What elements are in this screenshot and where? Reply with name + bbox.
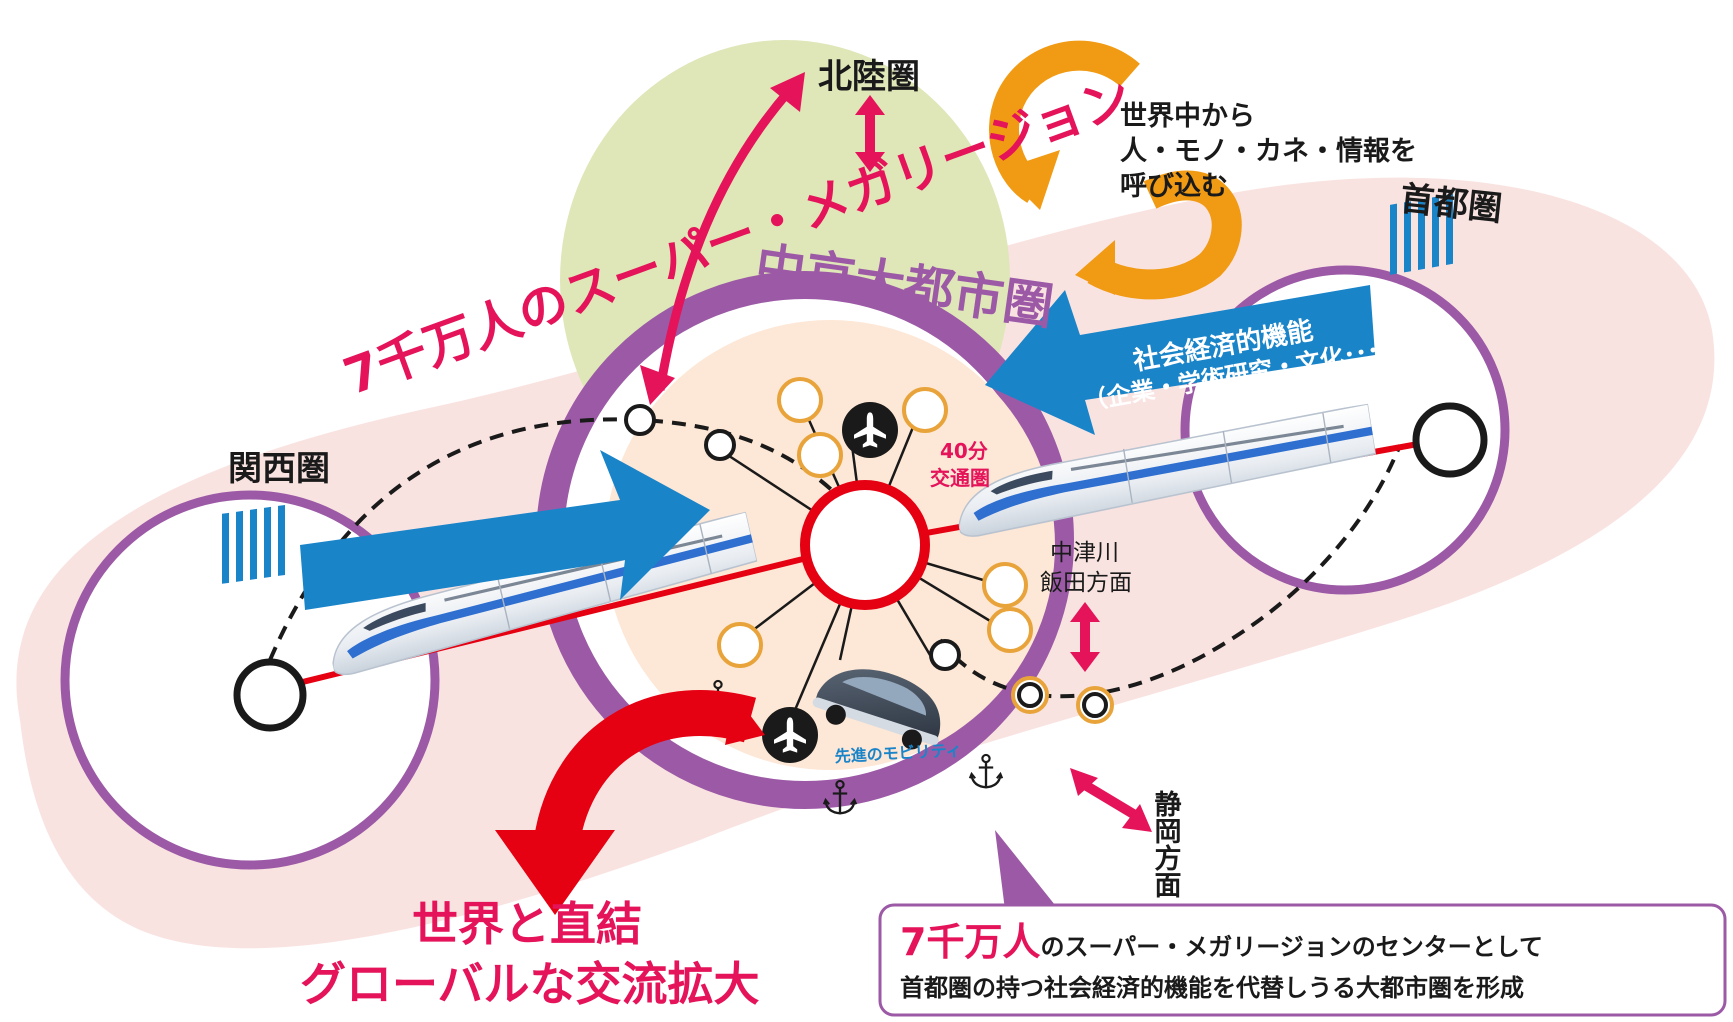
callout-line1: 7千万人のスーパー・メガリージョンのセンターとして bbox=[900, 920, 1543, 964]
nakatsugawa-text-line1: 中津川 bbox=[1050, 540, 1119, 566]
global-text-line2: グローバルな交流拡大 bbox=[300, 957, 760, 1011]
hub-node bbox=[800, 480, 930, 610]
world-text-line1: 世界中から bbox=[1120, 101, 1255, 132]
summary-callout bbox=[878, 903, 1727, 1017]
callout-highlight: 7千万人 bbox=[900, 920, 1040, 964]
inflow-arrow-west bbox=[222, 450, 710, 610]
car-icon bbox=[812, 669, 941, 750]
commute-text-line2: 交通圏 bbox=[930, 466, 990, 490]
anchor-icon bbox=[968, 753, 1004, 789]
kansai-node bbox=[233, 658, 307, 732]
nakatsugawa-text-line2: 飯田方面 bbox=[1040, 570, 1132, 596]
world-cycle-arrow bbox=[989, 40, 1242, 300]
callout-line1-rest: のスーパー・メガリージョンのセンターとして bbox=[1040, 933, 1543, 961]
label-hokuriku: 北陸圏 bbox=[818, 57, 920, 97]
global-arrow bbox=[495, 690, 765, 915]
world-text-line2: 人・モノ・カネ・情報を bbox=[1120, 136, 1417, 167]
shizuoka-text: 静岡方面 bbox=[1150, 790, 1182, 898]
world-text-line3: 呼び込む bbox=[1120, 171, 1228, 202]
city-nodes bbox=[717, 377, 1033, 668]
callout-line2: 首都圏の持つ社会経済的機能を代替しうる大都市圏を形成 bbox=[900, 974, 1524, 1002]
global-text-line1: 世界と直結 bbox=[412, 897, 642, 951]
airplane-icon bbox=[762, 707, 818, 763]
label-kansai: 関西圏 bbox=[228, 449, 330, 489]
hokuriku-short-arrow bbox=[855, 95, 885, 172]
hokuriku-link-arrow bbox=[640, 72, 805, 405]
inflow-arrow-east bbox=[985, 193, 1453, 435]
callout-tail bbox=[995, 830, 1055, 910]
route-nodes bbox=[624, 404, 1114, 724]
shutoken-node bbox=[1412, 402, 1488, 478]
commute-text-line1: 40分 bbox=[940, 439, 988, 463]
nakatsugawa-arrow bbox=[1070, 602, 1100, 672]
airplane-icon bbox=[842, 402, 898, 458]
shizuoka-label: 静岡方面 bbox=[1150, 790, 1182, 898]
shizuoka-arrow bbox=[1070, 768, 1152, 832]
